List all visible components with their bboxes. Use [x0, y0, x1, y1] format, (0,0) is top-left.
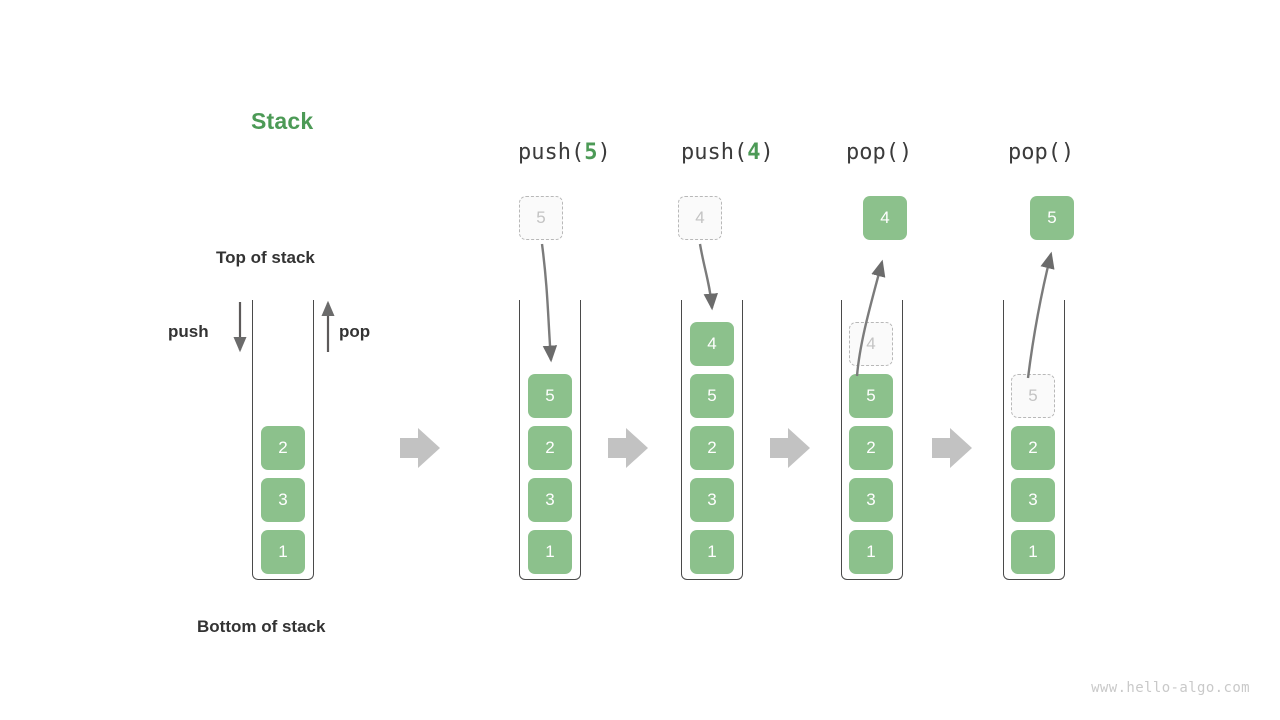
floating-box-pop-1: 4 — [863, 196, 907, 240]
caption-pop-1: pop() — [846, 140, 912, 165]
bottom-of-stack-label: Bottom of stack — [197, 617, 326, 636]
caption-arg: 4 — [747, 140, 761, 165]
page-title: Stack — [251, 108, 314, 134]
stack-item: 1 — [1011, 530, 1055, 574]
stack-item: 3 — [849, 478, 893, 522]
stack-item: 2 — [261, 426, 305, 470]
stack-item: 2 — [849, 426, 893, 470]
stack-item: 1 — [690, 530, 734, 574]
caption-suffix: ) — [760, 140, 774, 165]
stack-item: 3 — [261, 478, 305, 522]
stack-container-pop-2 — [1003, 300, 1065, 580]
stack-item: 5 — [528, 374, 572, 418]
flow-arrow — [770, 428, 810, 468]
stack-item: 2 — [1011, 426, 1055, 470]
stack-item: 5 — [849, 374, 893, 418]
pop-label: pop — [339, 322, 371, 341]
flow-arrow — [400, 428, 440, 468]
caption-pop-2: pop() — [1008, 140, 1074, 165]
stack-item: 5 — [690, 374, 734, 418]
stack-container-push-4 — [681, 300, 743, 580]
push-4-motion-arrow — [698, 243, 718, 311]
floating-box-pop-2: 5 — [1030, 196, 1074, 240]
caption-text: pop( — [1008, 140, 1061, 165]
watermark: www.hello-algo.com — [1091, 680, 1250, 696]
stack-item: 2 — [690, 426, 734, 470]
stack-item: 3 — [528, 478, 572, 522]
stack-container-push-5 — [519, 300, 581, 580]
caption-suffix: ) — [597, 140, 611, 165]
stack-item: 1 — [261, 530, 305, 574]
stack-item: 4 — [690, 322, 734, 366]
caption-suffix: ) — [898, 140, 913, 165]
caption-text: push( — [681, 140, 748, 165]
stack-item: 1 — [528, 530, 572, 574]
flow-arrow — [608, 428, 648, 468]
ghost-slot-pop-2: 5 — [1011, 374, 1055, 418]
caption-suffix: ) — [1060, 140, 1075, 165]
caption-push-4: push(4) — [681, 140, 774, 165]
stack-item: 3 — [1011, 478, 1055, 522]
floating-box-push-4: 4 — [678, 196, 722, 240]
stack-item: 2 — [528, 426, 572, 470]
floating-box-push-5: 5 — [519, 196, 563, 240]
top-of-stack-label: Top of stack — [216, 248, 315, 267]
stack-container-initial — [252, 300, 314, 580]
flow-arrow — [932, 428, 972, 468]
stack-container-pop-1 — [841, 300, 903, 580]
caption-push-5: push(5) — [518, 140, 611, 165]
caption-text: push( — [518, 140, 585, 165]
push-label: push — [168, 322, 209, 341]
caption-text: pop( — [846, 140, 899, 165]
caption-arg: 5 — [584, 140, 598, 165]
stack-item: 3 — [690, 478, 734, 522]
ghost-slot-pop-1: 4 — [849, 322, 893, 366]
stack-item: 1 — [849, 530, 893, 574]
